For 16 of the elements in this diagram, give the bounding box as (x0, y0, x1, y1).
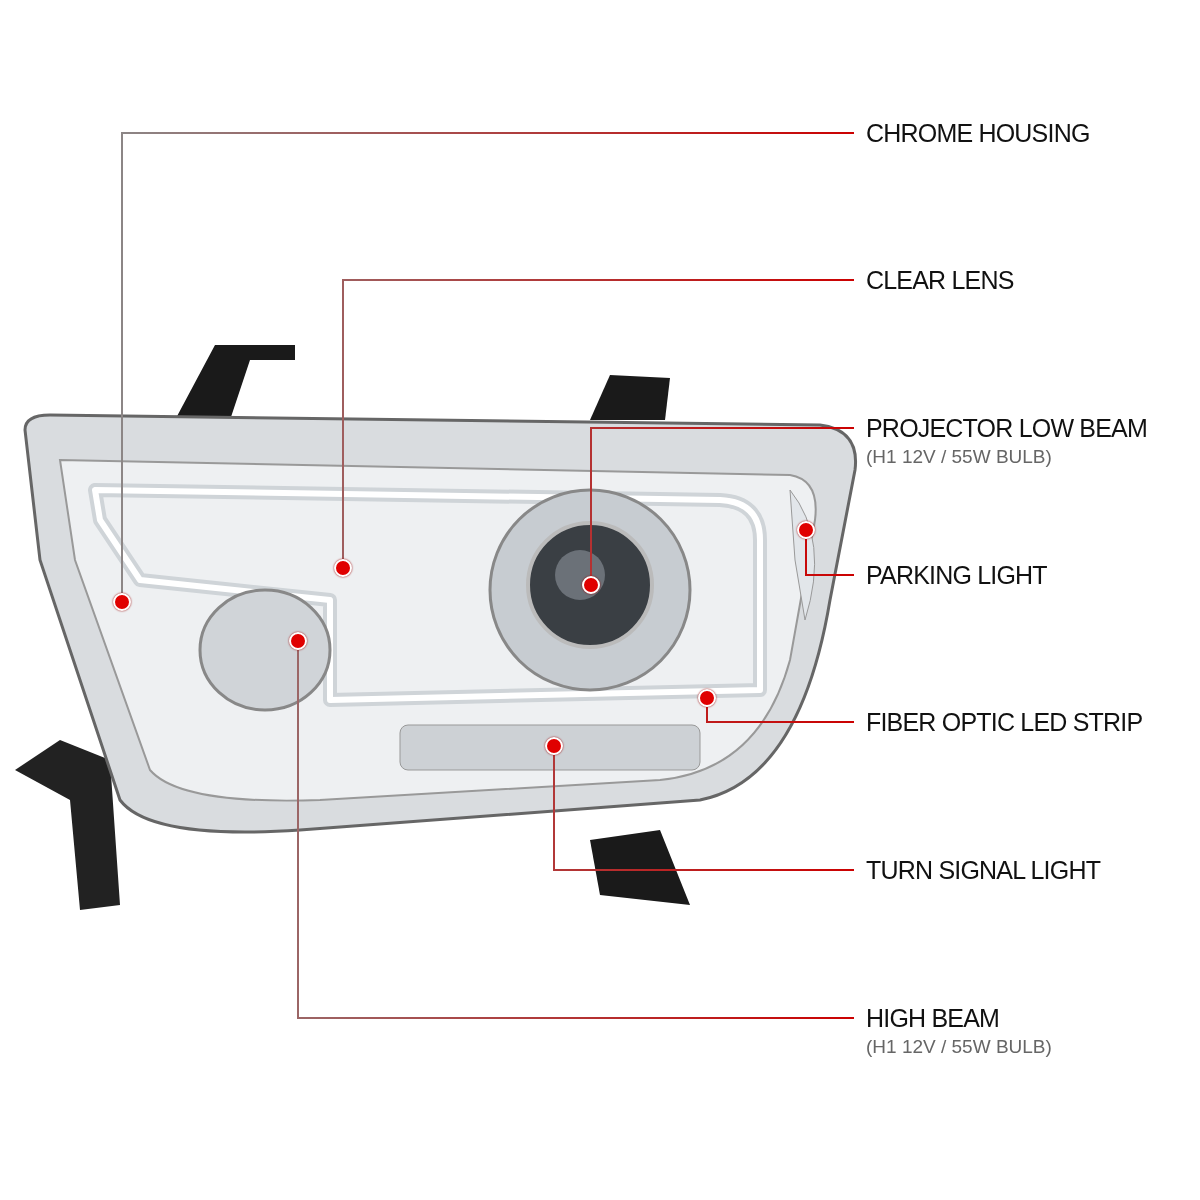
part-label: FIBER OPTIC LED STRIP (866, 707, 1143, 738)
part-label: PROJECTOR LOW BEAM (866, 413, 1147, 444)
part-label: CLEAR LENS (866, 265, 1014, 296)
part-label: TURN SIGNAL LIGHT (866, 855, 1101, 886)
leader-line (121, 132, 855, 594)
leader-line (342, 279, 855, 560)
bulb-spec: (H1 12V / 55W BULB) (866, 1036, 1052, 1058)
leader-line (297, 649, 855, 1019)
leader-line (805, 538, 855, 576)
leader-line (590, 427, 855, 577)
leader-line (553, 754, 855, 871)
part-label: CHROME HOUSING (866, 118, 1090, 149)
leader-line (706, 706, 855, 723)
part-label: HIGH BEAM (866, 1003, 1001, 1034)
part-label: PARKING LIGHT (866, 560, 1047, 591)
bulb-spec: (H1 12V / 55W BULB) (866, 446, 1053, 468)
